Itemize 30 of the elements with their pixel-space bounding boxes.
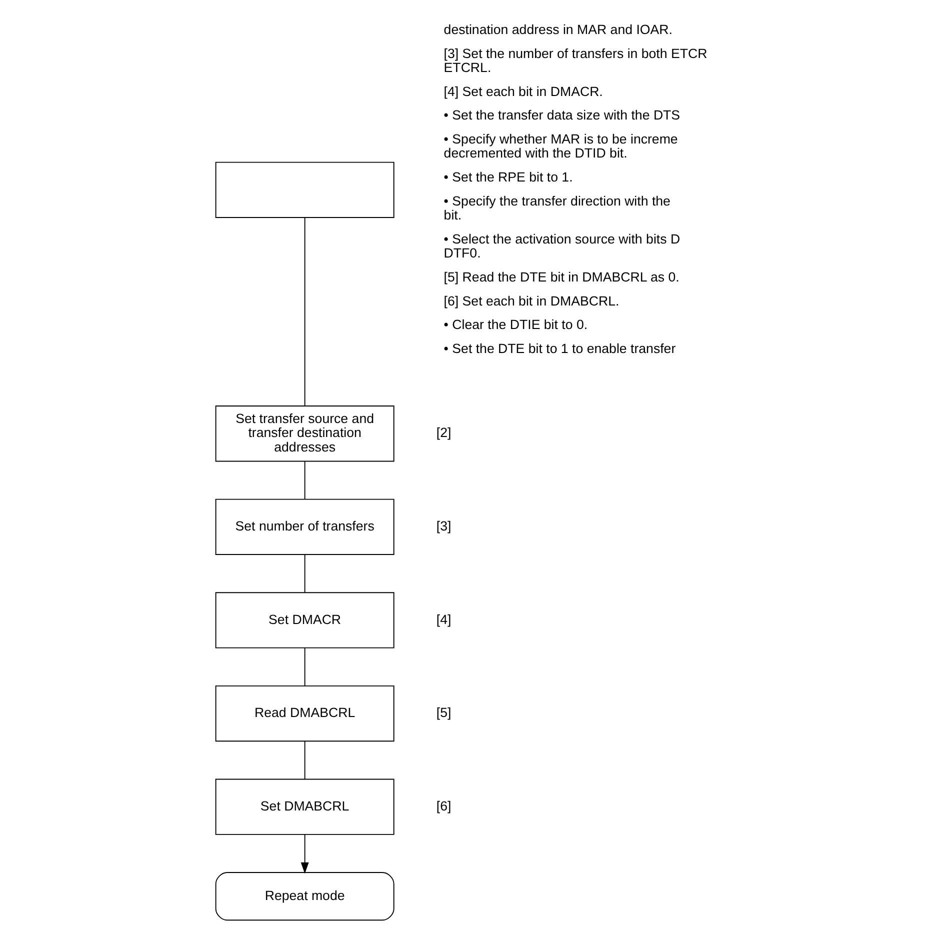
label: • Specify the transfer direction with the bit. [443, 193, 670, 223]
node-box: Set DMACR [214, 592, 394, 648]
node-label: [3] [436, 518, 451, 534]
node-box: Read DMABCRL [214, 685, 394, 742]
label: • Set the transfer data size with the DTS [443, 108, 680, 123]
label: • Select the activation source with bits D DTF0. [443, 231, 680, 261]
node-box: Repeat mode [214, 872, 394, 921]
node-label: [5] [436, 705, 451, 720]
label: [3] Set the number of transfers in both ETCR ETCRL. [443, 46, 707, 76]
connector [304, 647, 305, 686]
label: [5] Read the DTE bit in DMABCRL as 0. [443, 270, 679, 284]
connector [304, 554, 305, 593]
label: [4] Set each bit in DMACR. [443, 84, 602, 99]
node-box: Set number of transfers [214, 498, 394, 556]
connector [304, 217, 305, 406]
node-box: Set transfer source and transfer destination addresses [214, 406, 394, 462]
node-box [214, 162, 394, 218]
label: • Clear the DTIE bit to 0. [443, 317, 588, 332]
label: [6] Set each bit in DMABCRL. [443, 293, 619, 308]
node-label: [6] [436, 798, 451, 814]
arrow [300, 834, 308, 874]
node-label: [4] [436, 612, 451, 627]
node-box: Set DMABCRL [214, 778, 394, 835]
node-label: [2] [436, 425, 451, 440]
label: • Specify whether MAR is to be increme decremented with the DTID bit. [443, 131, 678, 161]
label: destination address in MAR and IOAR. [443, 22, 672, 37]
label: • Set the RPE bit to 1. [443, 170, 572, 185]
connector [304, 460, 305, 500]
label: • Set the DTE bit to 1 to enable transfer [443, 340, 676, 356]
connector [304, 740, 305, 780]
